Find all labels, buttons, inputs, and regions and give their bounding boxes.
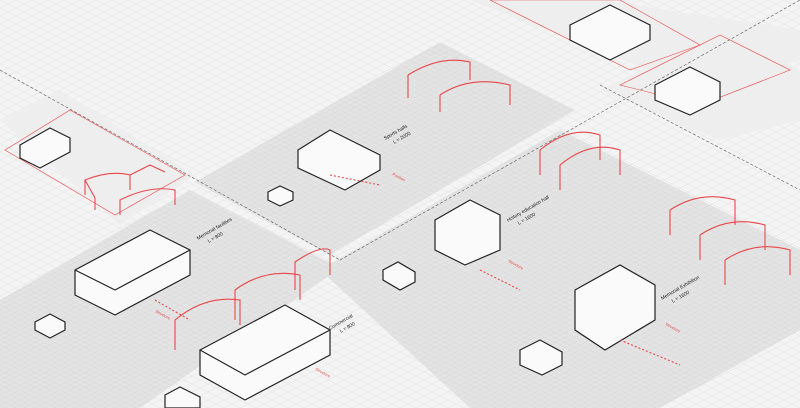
building-masses	[19, 4, 721, 408]
road-lines	[0, 0, 800, 261]
building-tag: Pavilion	[392, 171, 407, 182]
structure-frames	[84, 59, 791, 366]
